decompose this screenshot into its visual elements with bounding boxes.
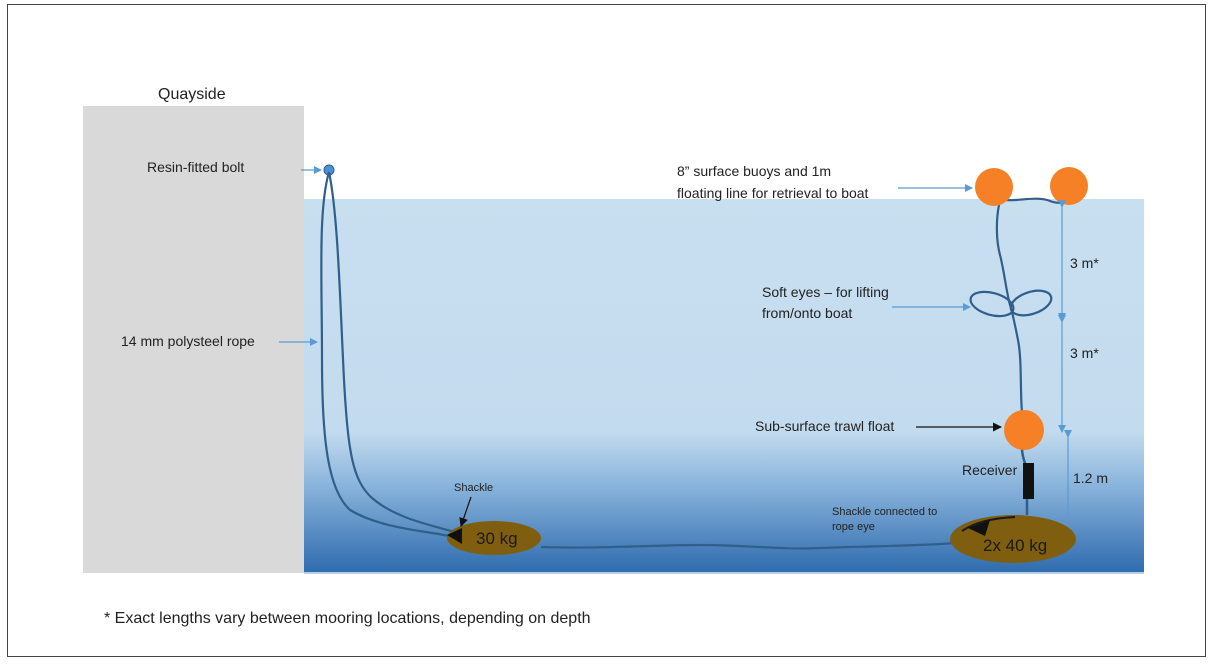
shackle-rope-eye-icon xyxy=(961,516,1016,532)
diagram-frame xyxy=(7,4,1206,657)
ground-rope xyxy=(540,541,956,550)
shackle2-label-line1: Shackle connected to xyxy=(832,506,938,518)
quay-wall xyxy=(83,106,304,573)
dimension-middle-label: 3 m* xyxy=(1070,345,1099,361)
rope-label: 14 mm polysteel rope xyxy=(121,333,255,349)
footnote: * Exact lengths vary between mooring loc… xyxy=(104,610,591,627)
soft-eye-left-icon xyxy=(969,290,1015,318)
buoys-label-line2: floating line for retrieval to boat xyxy=(677,185,869,201)
polysteel-rope-return xyxy=(327,171,456,534)
soft-eye-right-icon xyxy=(1009,289,1053,317)
shackle-icon xyxy=(447,528,462,544)
surface-buoy-left-icon xyxy=(975,168,1013,206)
trawl-float-label: Sub-surface trawl float xyxy=(755,418,895,434)
eyes-label-line1: Soft eyes – for lifting xyxy=(762,284,889,300)
weight-30kg xyxy=(447,521,541,555)
shackle-label: Shackle xyxy=(454,482,494,494)
weight-2x40kg-label: 2x 40 kg xyxy=(983,536,1048,555)
water xyxy=(304,199,1144,574)
polysteel-rope xyxy=(320,171,456,539)
riser-rope-upper xyxy=(995,204,1024,413)
quayside-label: Quayside xyxy=(158,86,226,103)
shackle2-label-line2: rope eye xyxy=(832,521,875,533)
trawl-float-icon xyxy=(1004,410,1044,450)
shackle-2-icon xyxy=(968,520,990,536)
bolt-label: Resin-fitted bolt xyxy=(147,159,245,175)
buoys-label-line1: 8” surface buoys and 1m xyxy=(677,163,832,179)
dimension-lower-label: 1.2 m xyxy=(1073,470,1109,486)
receiver-label: Receiver xyxy=(962,462,1018,478)
shackle-pointer xyxy=(459,496,472,527)
weight-30kg-label: 30 kg xyxy=(476,529,518,548)
surface-buoy-right-icon xyxy=(1050,167,1088,205)
eyes-label-line2: from/onto boat xyxy=(762,305,853,321)
receiver-icon xyxy=(1023,463,1034,499)
dimension-upper-label: 3 m* xyxy=(1070,255,1099,271)
